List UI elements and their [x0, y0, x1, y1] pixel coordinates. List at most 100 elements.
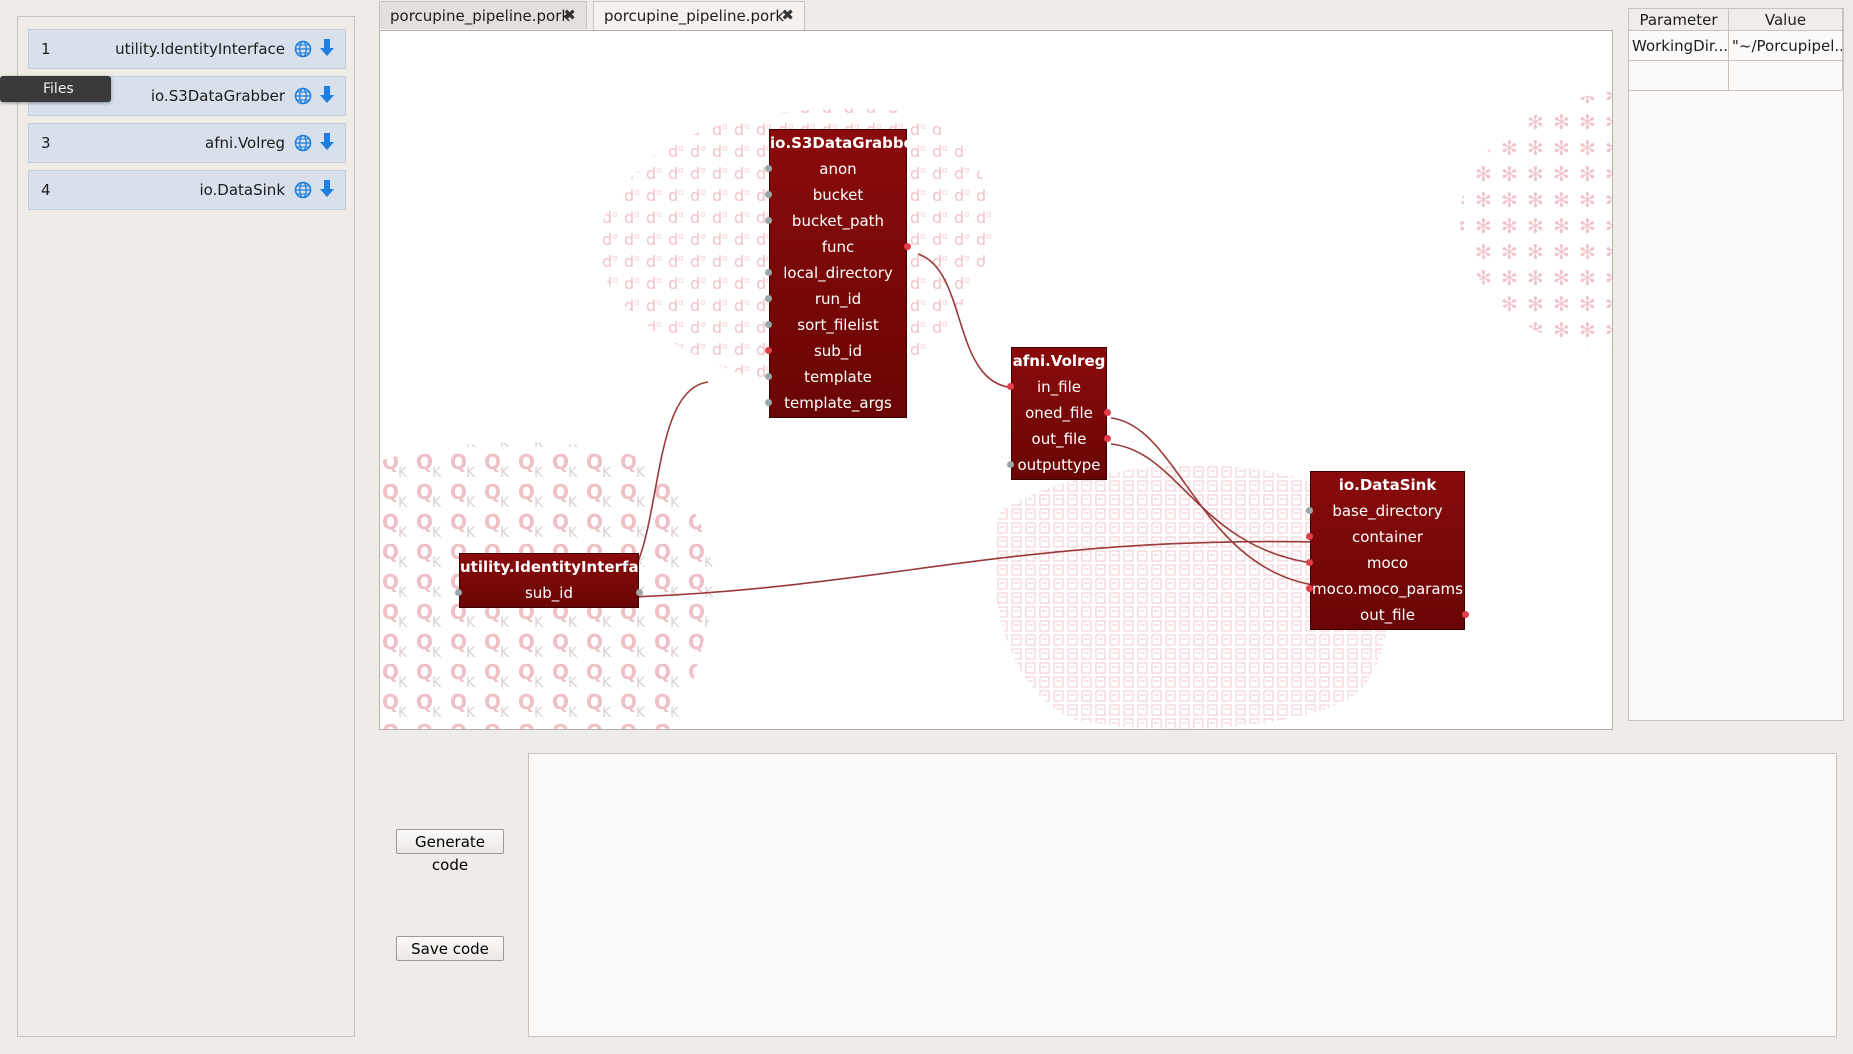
port-dot[interactable] — [904, 243, 911, 250]
port-local-directory[interactable]: local_directory — [765, 260, 906, 286]
port-dot[interactable] — [1007, 461, 1014, 468]
download-icon[interactable] — [319, 179, 335, 203]
port-sort-filelist[interactable]: sort_filelist — [765, 312, 906, 338]
port-dot[interactable] — [765, 269, 772, 276]
download-icon[interactable] — [319, 85, 335, 109]
node-title: afni.Volreg — [1012, 352, 1106, 370]
node-identityinterface[interactable]: utility.IdentityInterface sub_id — [455, 553, 658, 608]
port-dot[interactable] — [765, 373, 772, 380]
tab-pipeline-1[interactable]: porcupine_pipeline.pork ✖ — [379, 1, 587, 29]
port-template-args[interactable]: template_args — [765, 390, 906, 416]
item-label: io.DataSink — [199, 181, 285, 199]
port-dot[interactable] — [765, 399, 772, 406]
port-oned-file[interactable]: oned_file — [1012, 400, 1111, 426]
port-out-file[interactable]: out_file — [1012, 426, 1111, 452]
port-in-file[interactable]: in_file — [1007, 374, 1106, 400]
port-template[interactable]: template — [765, 364, 906, 390]
pipeline-canvas[interactable]: d α Q K ✻ io.S3DataGrabber — [379, 30, 1613, 730]
port-label: sort_filelist — [797, 316, 879, 334]
port-label: anon — [819, 160, 857, 178]
globe-icon[interactable] — [294, 87, 312, 109]
param-value-cell[interactable] — [1729, 61, 1843, 91]
param-name-cell[interactable]: WorkingDir... — [1629, 31, 1729, 61]
port-label: sub_id — [813, 342, 863, 360]
column-header-parameter[interactable]: Parameter — [1629, 9, 1729, 31]
port-label: template — [804, 368, 872, 386]
list-item[interactable]: 3 afni.Volreg — [28, 123, 346, 163]
node-title: utility.IdentityInterface — [460, 558, 658, 576]
node-s3datagrabber[interactable]: io.S3DataGrabber anon bucket bucket_path… — [765, 129, 922, 418]
port-label: bucket — [812, 186, 864, 204]
parameter-table: Parameter Value WorkingDir... "~/Porcupi… — [1628, 8, 1844, 721]
port-dot[interactable] — [765, 191, 772, 198]
tab-label: porcupine_pipeline.pork — [604, 7, 785, 25]
save-code-button[interactable]: Save code — [396, 936, 504, 961]
generate-code-button[interactable]: Generate code — [396, 829, 504, 874]
port-label: oned_file — [1025, 404, 1093, 422]
port-func[interactable]: func — [770, 234, 911, 260]
port-label: in_file — [1036, 378, 1082, 396]
port-label: out_file — [1031, 430, 1087, 448]
item-label: io.S3DataGrabber — [150, 87, 285, 105]
item-label: utility.IdentityInterface — [115, 40, 285, 58]
tab-pipeline-2[interactable]: porcupine_pipeline.pork ✖ — [593, 1, 805, 31]
port-label: out_file — [1360, 606, 1415, 624]
port-bucket-path[interactable]: bucket_path — [765, 208, 906, 234]
globe-icon[interactable] — [294, 134, 312, 156]
port-dot[interactable] — [1306, 507, 1313, 514]
port-base-directory[interactable]: base_directory — [1306, 498, 1464, 524]
port-dot[interactable] — [1104, 409, 1111, 416]
port-dot[interactable] — [1007, 383, 1014, 390]
download-icon[interactable] — [319, 38, 335, 62]
list-item[interactable]: 4 io.DataSink — [28, 170, 346, 210]
node-volreg[interactable]: afni.Volreg in_file oned_file out_file o… — [1007, 347, 1111, 480]
close-icon[interactable]: ✖ — [781, 6, 794, 24]
port-dot[interactable] — [765, 321, 772, 328]
item-number: 4 — [41, 181, 51, 199]
port-dot[interactable] — [455, 589, 462, 596]
port-dot[interactable] — [765, 295, 772, 302]
port-container[interactable]: container — [1306, 524, 1464, 550]
port-dot[interactable] — [1306, 585, 1313, 592]
item-number: 3 — [41, 134, 51, 152]
port-label: run_id — [814, 290, 862, 308]
port-dot[interactable] — [1306, 559, 1313, 566]
port-anon[interactable]: anon — [765, 156, 906, 182]
port-label: moco.moco_params — [1312, 580, 1463, 598]
port-moco-params[interactable]: moco.moco_params — [1306, 576, 1464, 602]
port-label: container — [1351, 528, 1424, 546]
globe-icon[interactable] — [294, 181, 312, 203]
node-list-panel: 1 utility.IdentityInterface 2 io.S3DataG… — [17, 16, 355, 1037]
code-output-area[interactable] — [528, 753, 1837, 1037]
node-title: io.S3DataGrabber — [770, 134, 922, 152]
port-dot[interactable] — [636, 589, 643, 596]
port-bucket[interactable]: bucket — [765, 182, 906, 208]
port-dot[interactable] — [765, 217, 772, 224]
port-label: outputtype — [1017, 456, 1101, 474]
param-value-cell[interactable]: "~/Porcupipel... — [1729, 31, 1843, 61]
port-out-file[interactable]: out_file — [1311, 602, 1469, 628]
port-sub-id[interactable]: sub_id — [765, 338, 906, 364]
port-dot[interactable] — [1306, 533, 1313, 540]
port-dot[interactable] — [1462, 611, 1469, 618]
port-label: sub_id — [524, 584, 574, 602]
port-dot[interactable] — [765, 165, 772, 172]
port-label: local_directory — [783, 264, 893, 282]
port-dot[interactable] — [765, 347, 772, 354]
param-name-cell[interactable] — [1629, 61, 1729, 91]
port-run-id[interactable]: run_id — [765, 286, 906, 312]
port-label: template_args — [784, 394, 892, 412]
download-icon[interactable] — [319, 132, 335, 156]
column-header-value[interactable]: Value — [1729, 9, 1843, 31]
tooltip-text: Files — [43, 81, 74, 97]
node-datasink[interactable]: io.DataSink base_directory container moc… — [1306, 471, 1469, 630]
node-title: io.DataSink — [1338, 476, 1437, 494]
port-outputtype[interactable]: outputtype — [1007, 452, 1106, 478]
port-label: bucket_path — [791, 212, 885, 230]
port-sub-id[interactable]: sub_id — [455, 580, 643, 606]
port-dot[interactable] — [1104, 435, 1111, 442]
list-item[interactable]: 1 utility.IdentityInterface — [28, 29, 346, 69]
close-icon[interactable]: ✖ — [563, 6, 576, 24]
globe-icon[interactable] — [294, 40, 312, 62]
port-moco[interactable]: moco — [1306, 550, 1464, 576]
